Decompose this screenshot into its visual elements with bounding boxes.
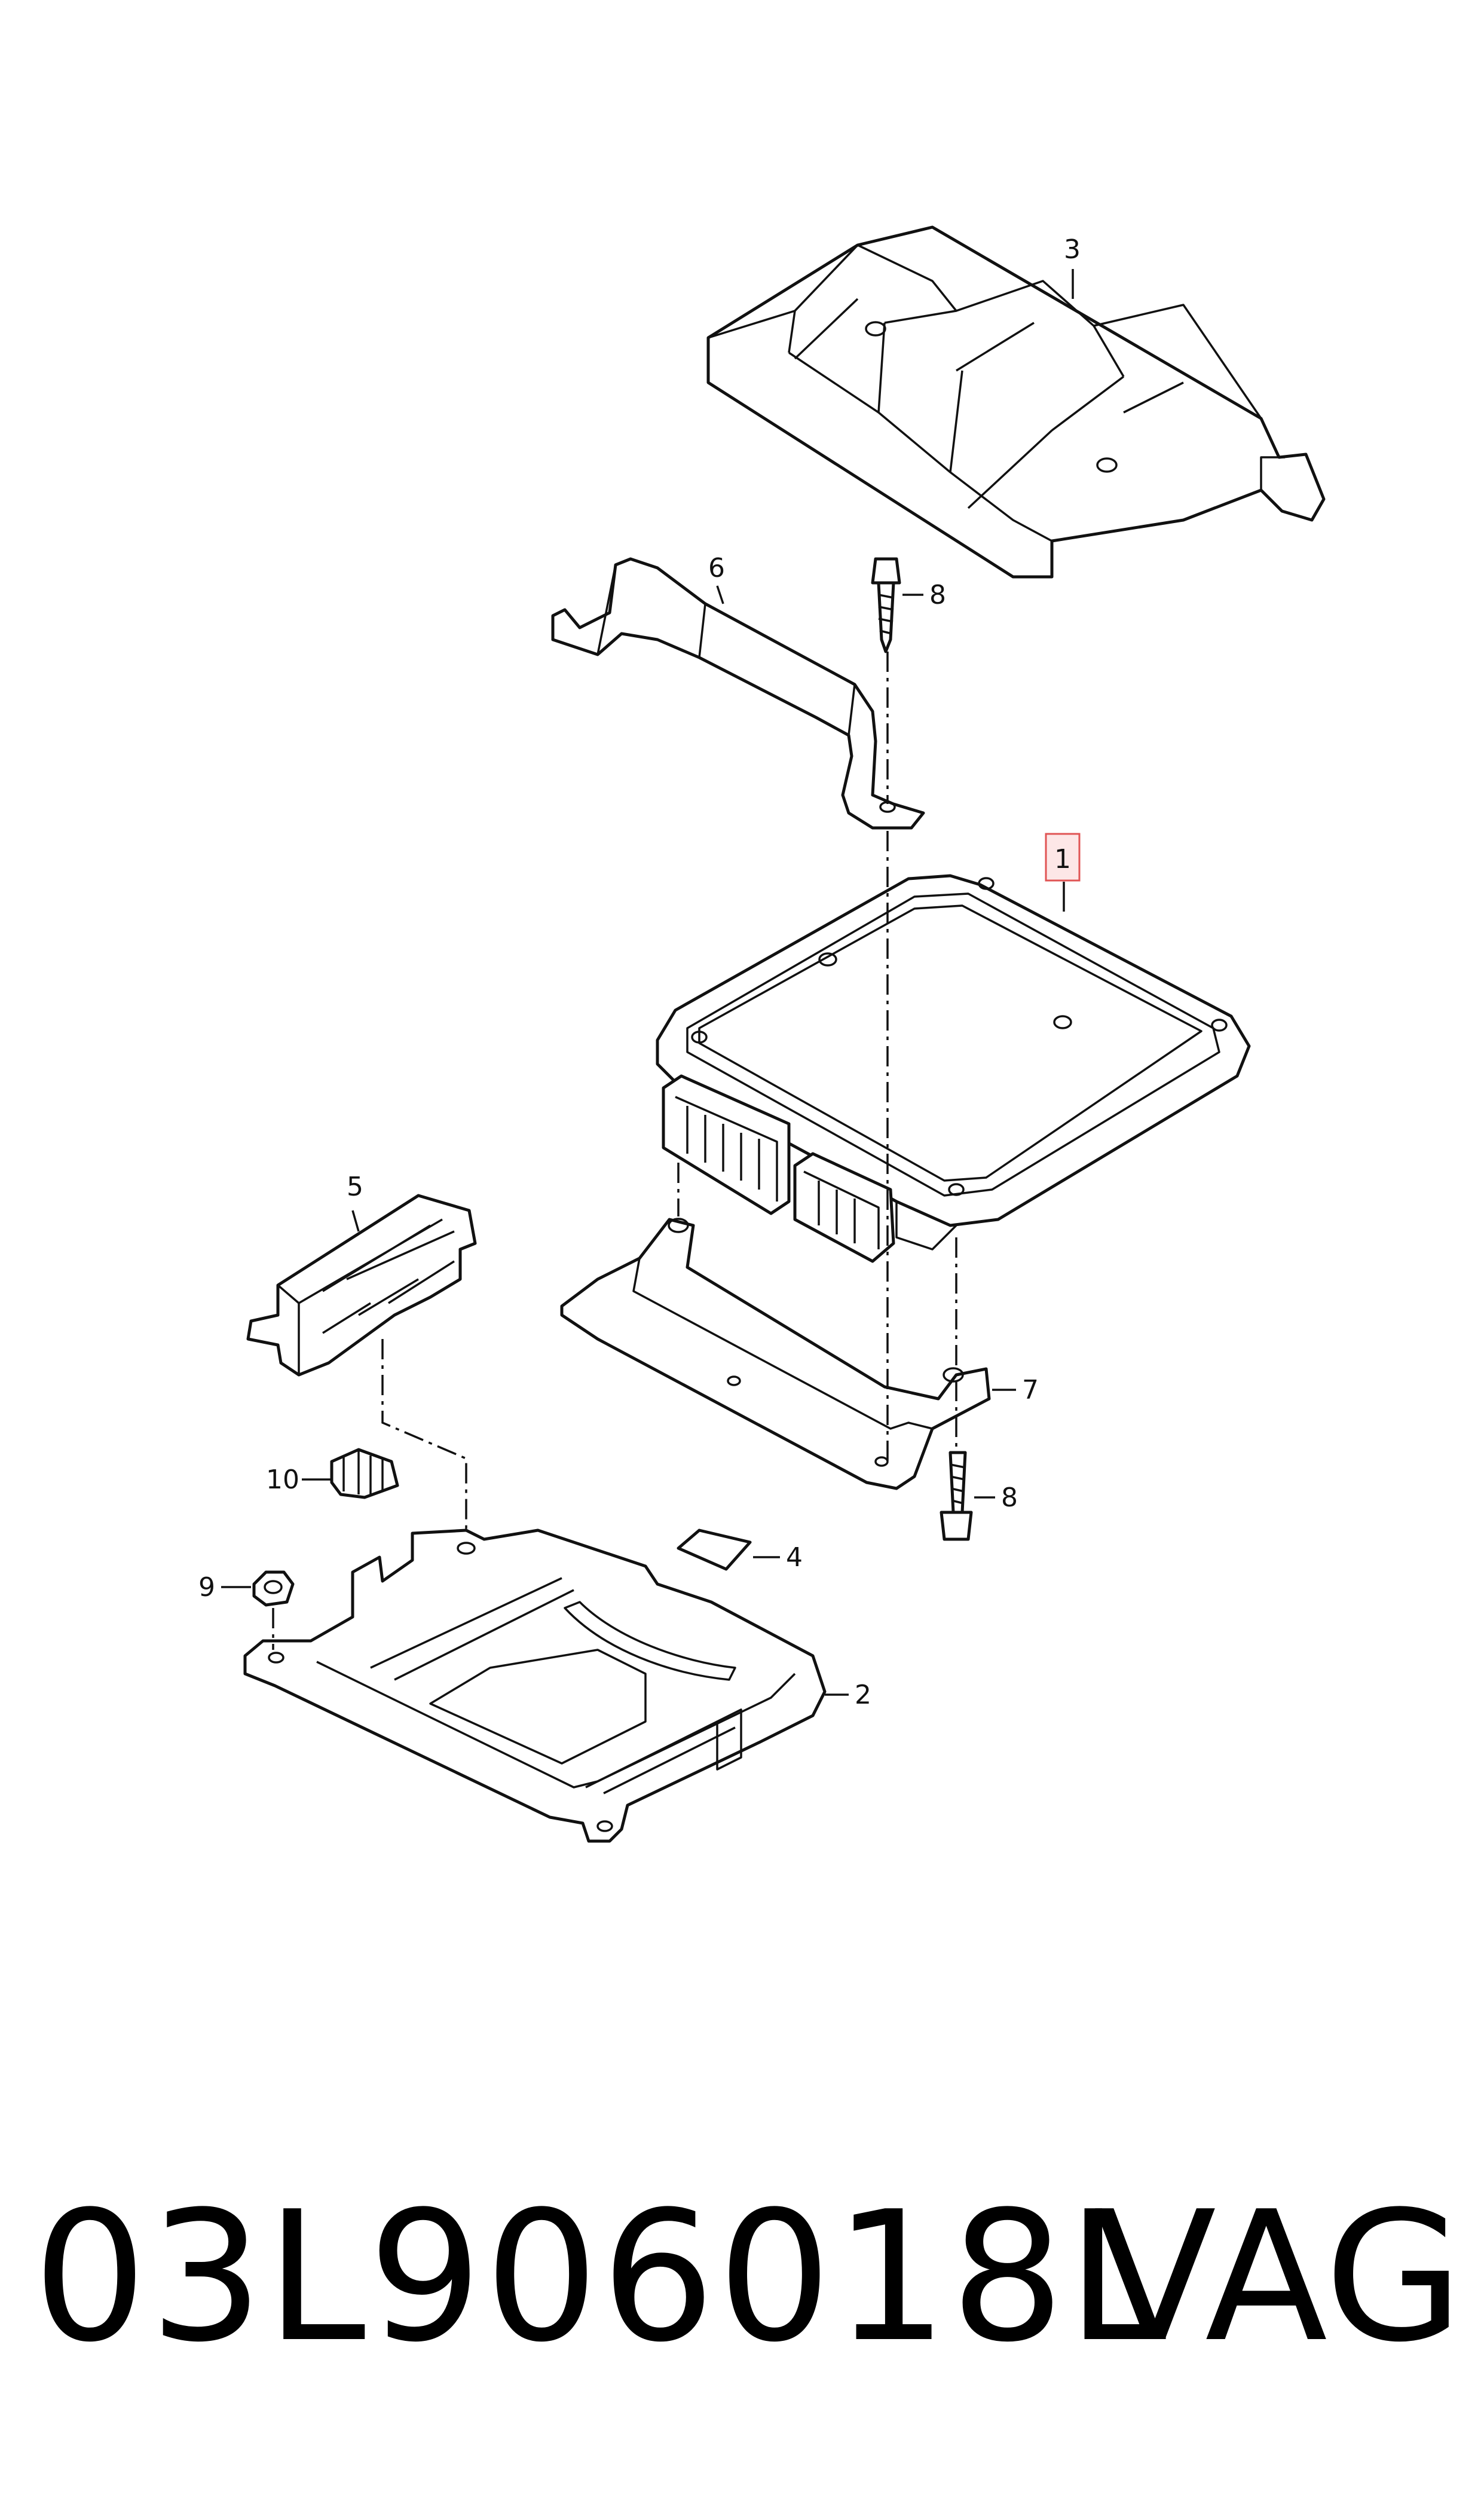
- part-7-mount-plate: [560, 1218, 991, 1490]
- callout-8-lower: 8: [1001, 1482, 1018, 1513]
- part-9-nut: [252, 1570, 295, 1607]
- callout-9: 9: [198, 1572, 215, 1603]
- callout-2: 2: [855, 1680, 871, 1710]
- part-10-connector: [330, 1448, 399, 1499]
- part-6-bracket: [551, 557, 925, 830]
- callout-6: 6: [708, 553, 725, 583]
- callout-4: 4: [786, 1542, 803, 1573]
- part-number-caption: 03L906018L: [33, 2173, 1170, 2382]
- part-8-bolt-upper: [871, 557, 901, 653]
- callout-10: 10: [266, 1465, 299, 1495]
- callout-7: 7: [1022, 1375, 1039, 1405]
- part-8-bolt-lower: [940, 1451, 973, 1541]
- callout-3: 3: [1064, 234, 1081, 265]
- brand-caption: VAG: [1094, 2173, 1464, 2382]
- assembly-lines: [272, 652, 957, 1650]
- callout-1-highlight: [1045, 833, 1081, 882]
- part-5-relay-block: [246, 1194, 477, 1377]
- part-4-pad: [677, 1528, 752, 1571]
- exploded-parts-diagram: 1 2 3 4 5 6 7 8 8 9 10: [198, 225, 1326, 1843]
- leader-lines: [221, 269, 1074, 1696]
- callout-8-upper: 8: [929, 580, 946, 610]
- callout-1: 1: [1054, 844, 1071, 875]
- part-3-cover: [706, 225, 1326, 579]
- callout-5: 5: [347, 1172, 363, 1202]
- part-2-base-plate: [243, 1528, 827, 1843]
- part-1-control-unit: [656, 874, 1251, 1263]
